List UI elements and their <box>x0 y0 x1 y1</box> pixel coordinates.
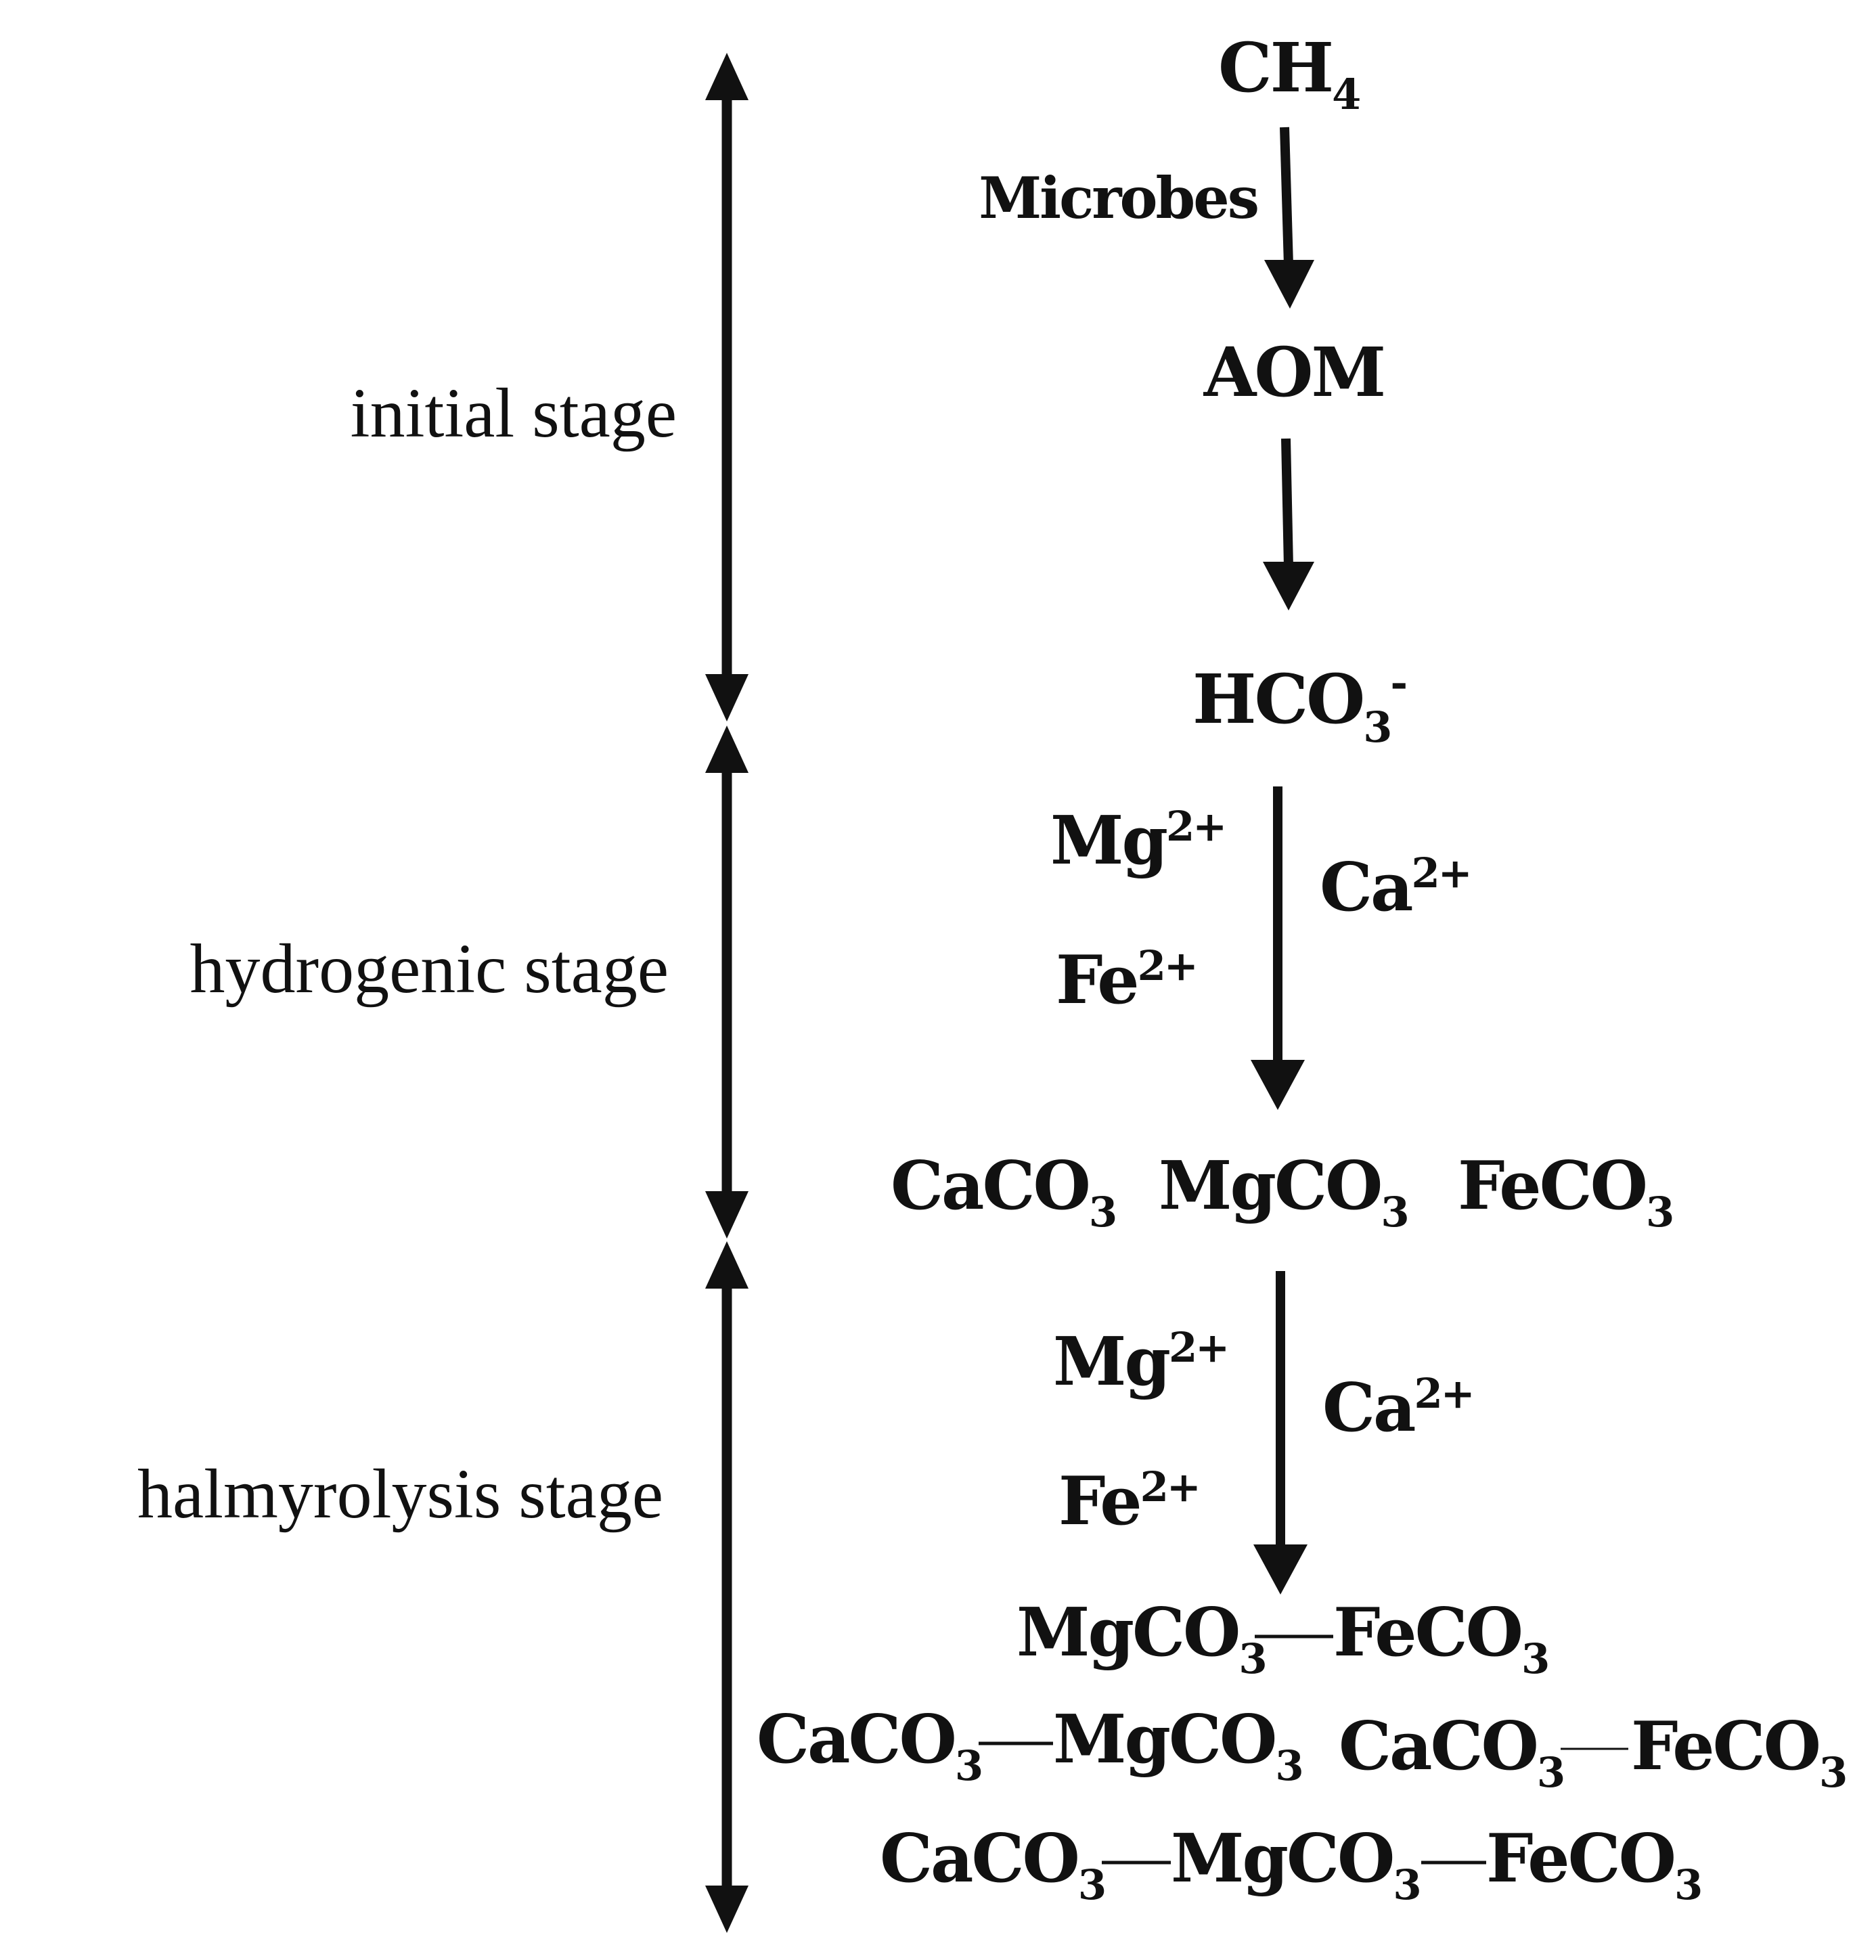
methane-formula: CH4 <box>1218 28 1360 119</box>
arrow-aom-to-bicarbonate <box>1263 438 1314 610</box>
mixed-ca-mg-fe-part-b: MgCO3 <box>1171 1820 1420 1909</box>
initial-stage-bar <box>705 53 749 721</box>
iron-carbonate: FeCO3 <box>1458 1147 1672 1237</box>
mixed-ca-mg-fe-part-c: FeCO3 <box>1486 1820 1701 1909</box>
calcium-ion-step2: Ca2+ <box>1322 1369 1473 1447</box>
mixed-ca-fe-part-a: CaCO3 <box>1339 1708 1563 1797</box>
arrow-bicarbonate-to-carbonates <box>1251 786 1305 1110</box>
initial-stage-label: initial stage <box>351 374 677 452</box>
calcium-carbonate: CaCO3 <box>891 1147 1115 1237</box>
mixed-ca-mg-fe-part-a: CaCO3 <box>880 1820 1104 1909</box>
mixed-mg-fe-part-a: MgCO3 <box>1017 1594 1266 1683</box>
magnesium-carbonate: MgCO3 <box>1159 1147 1408 1237</box>
hydrogenic-stage-label: hydrogenic stage <box>189 930 669 1008</box>
stage-timeline <box>705 53 749 1933</box>
halmyrolysis-stage-label: halmyrolysis stage <box>137 1455 663 1533</box>
mixed-mg-fe-part-b: FeCO3 <box>1333 1594 1548 1683</box>
arrow-methane-to-aom <box>1264 127 1314 309</box>
halmyrolysis-stage-bar <box>705 1241 749 1933</box>
mixed-carbonate-ca-mg-fe: CaCO3 MgCO3 FeCO3 <box>880 1820 1703 1909</box>
magnesium-ion-step1: Mg2+ <box>1050 802 1225 880</box>
mixed-ca-mg-part-a: CaCO3 <box>757 1701 981 1790</box>
calcium-ion-step1: Ca2+ <box>1320 849 1471 927</box>
bicarbonate-formula: HCO3- <box>1192 658 1406 752</box>
mixed-carbonate-ca-fe: CaCO3 FeCO3 <box>1339 1708 1848 1797</box>
mixed-carbonate-ca-mg: CaCO3 MgCO3 <box>757 1701 1304 1790</box>
mixed-ca-mg-part-b: MgCO3 <box>1053 1701 1302 1790</box>
aom-label: AOM <box>1203 332 1384 412</box>
microbes-label: Microbes <box>979 164 1257 231</box>
hydrogenic-stage-bar <box>705 726 749 1239</box>
magnesium-ion-step2: Mg2+ <box>1053 1323 1228 1401</box>
iron-ion-step1: Fe2+ <box>1056 941 1197 1019</box>
mixed-ca-fe-part-b: FeCO3 <box>1631 1708 1846 1797</box>
iron-ion-step2: Fe2+ <box>1058 1463 1199 1540</box>
mixed-carbonate-mg-fe: MgCO3 FeCO3 <box>1017 1594 1550 1683</box>
arrow-carbonates-to-mixed-carbonates <box>1253 1271 1308 1595</box>
